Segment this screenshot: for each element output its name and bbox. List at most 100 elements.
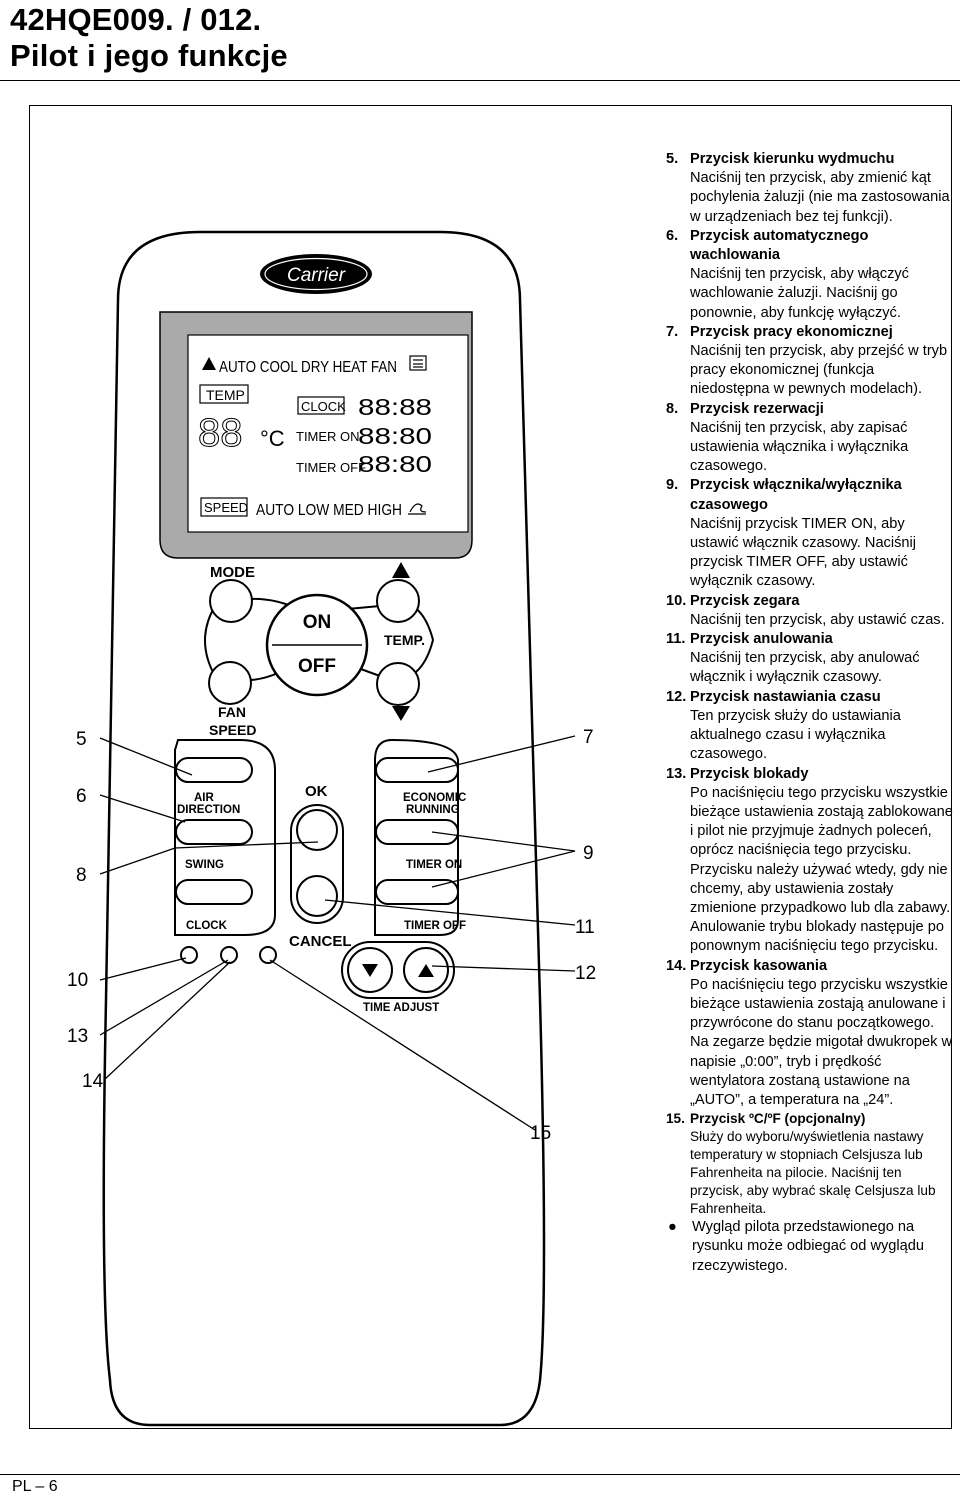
left-button-column	[174, 738, 276, 936]
item-body: Naciśnij przycisk TIMER ON, aby ustawić …	[690, 515, 916, 590]
item-number: 11.	[666, 631, 686, 648]
lcd-temp-box	[199, 384, 249, 404]
callout-12: 12	[575, 963, 596, 984]
on-label: ON	[303, 612, 332, 633]
note-text: Wygląd pilota przedstawionego na rysunku…	[692, 1219, 925, 1274]
temp-label: TEMP.	[384, 632, 425, 648]
item-number: 5.	[666, 151, 679, 167]
speed-label: SPEED	[209, 722, 256, 738]
temp-up-button[interactable]	[376, 579, 420, 623]
item-body: Po naciśnięciu tego przycisku wszystkie …	[690, 976, 953, 1108]
item-body: Naciśnij ten przycisk, aby przejść w try…	[690, 343, 948, 398]
callout-11: 11	[575, 917, 595, 938]
mode-temp-rocker	[204, 597, 301, 682]
fan-speed-icon	[408, 503, 427, 515]
lcd-speed-box	[200, 497, 248, 517]
brand-logo	[260, 254, 372, 294]
lcd-timer-on-label: TIMER ON	[296, 429, 360, 444]
item-number: 8.	[666, 400, 679, 417]
item-title: Przycisk kasowania	[690, 957, 828, 974]
list-item: 15.Przycisk ºC/ºF (opcjonalny)Służy do w…	[666, 1110, 956, 1218]
clock-label: CLOCK	[186, 920, 228, 932]
economic-running-button[interactable]	[375, 757, 459, 783]
callout-14: 14	[82, 1071, 104, 1092]
timer-on-label: TIMER ON	[406, 859, 462, 871]
callout-7: 7	[583, 727, 594, 748]
fan-speed-button[interactable]	[208, 661, 252, 705]
item-title: Przycisk kierunku wydmuchu	[690, 151, 895, 167]
air-label: AIR	[194, 792, 215, 804]
off-label: OFF	[298, 656, 336, 677]
item-number: 13.	[666, 765, 687, 782]
item-body: Naciśnij ten przycisk, aby włączyć wachl…	[690, 266, 909, 321]
economic-label: ECONOMIC	[403, 792, 466, 804]
item-title: Przycisk pracy ekonomicznej	[690, 323, 893, 340]
swing-button[interactable]	[175, 819, 253, 845]
temp-down-button[interactable]	[376, 662, 420, 706]
lcd-screen	[187, 334, 469, 533]
callout-5: 5	[76, 729, 87, 750]
cancel-button[interactable]	[296, 875, 338, 917]
list-item: 14.Przycisk kasowania Po naciśnięciu tego…	[666, 957, 956, 1111]
temp-up-arrow-icon	[392, 562, 410, 578]
item-title: Przycisk nastawiania czasu	[690, 688, 881, 705]
page-title: Pilot i jego funkcje	[10, 38, 288, 73]
lcd-timer-off-label: TIMER OFF	[296, 460, 366, 475]
lcd-modes: AUTO COOL DRY HEAT FAN	[219, 359, 397, 376]
item-number: 12.	[666, 688, 687, 705]
item-title: Przycisk blokady	[690, 765, 809, 782]
callout-9: 9	[583, 843, 594, 864]
callout-6: 6	[76, 786, 87, 807]
item-body: Ten przycisk służy do ustawiania aktualn…	[690, 707, 901, 763]
timer-off-label: TIMER OFF	[404, 920, 466, 932]
lcd-temp-digits: 88	[198, 411, 243, 455]
callout-15: 15	[530, 1123, 551, 1144]
item-title: Przycisk automatycznego wachlowania	[690, 227, 869, 264]
mode-button[interactable]	[209, 579, 253, 623]
reset-button[interactable]	[220, 946, 238, 964]
lcd-clock-box	[297, 396, 345, 415]
callout-8: 8	[76, 865, 87, 886]
reserve-button[interactable]	[175, 879, 253, 905]
item-number: 10.	[666, 592, 687, 609]
header-divider	[0, 80, 960, 81]
lock-button[interactable]	[180, 946, 198, 964]
list-item: 9. Przycisk włącznika/wyłącznika czasoweg…	[666, 476, 956, 591]
item-title: Przycisk rezerwacji	[690, 400, 824, 417]
air-direction-button[interactable]	[175, 757, 253, 783]
item-body: Naciśnij ten przycisk, aby anulować włąc…	[690, 650, 920, 686]
item-title: Przycisk anulowania	[690, 631, 833, 648]
item-number: 6.	[666, 227, 679, 244]
item-number: 9.	[666, 477, 679, 494]
item-body: Naciśnij ten przycisk, aby zmienić kąt p…	[690, 170, 950, 225]
page-header: 42HQE009. / 012. Pilot i jego funkcje	[10, 2, 288, 74]
timer-on-button[interactable]	[375, 819, 459, 845]
item-body: Służy do wyboru/wyświetlenia nastawy tem…	[690, 1129, 936, 1217]
mode-label: MODE	[210, 564, 255, 581]
note-item: ●Wygląd pilota przedstawionego na rysunk…	[666, 1218, 956, 1276]
brand-logo-text: Carrier	[287, 265, 346, 286]
fan-label: FAN	[218, 704, 246, 720]
cancel-label: CANCEL	[289, 933, 352, 950]
lcd-up-arrow-icon	[202, 357, 216, 370]
item-title: Przycisk zegara	[690, 592, 800, 609]
celsius-fahrenheit-button[interactable]	[259, 946, 277, 964]
running-label: RUNNING	[406, 804, 460, 816]
lcd-timer-on-digits: 88:80	[358, 423, 432, 449]
item-body: Po naciśnięciu tego przycisku wszystkie …	[690, 784, 953, 955]
ok-button[interactable]	[296, 809, 338, 851]
item-title: Przycisk włącznika/wyłącznika czasowego	[690, 477, 902, 513]
time-adjust-label: TIME ADJUST	[363, 1002, 439, 1014]
lcd-temp-unit: °C	[260, 426, 285, 451]
item-number: 14.	[666, 957, 687, 974]
ok-cancel-rocker	[290, 804, 344, 924]
ok-label: OK	[305, 783, 328, 800]
